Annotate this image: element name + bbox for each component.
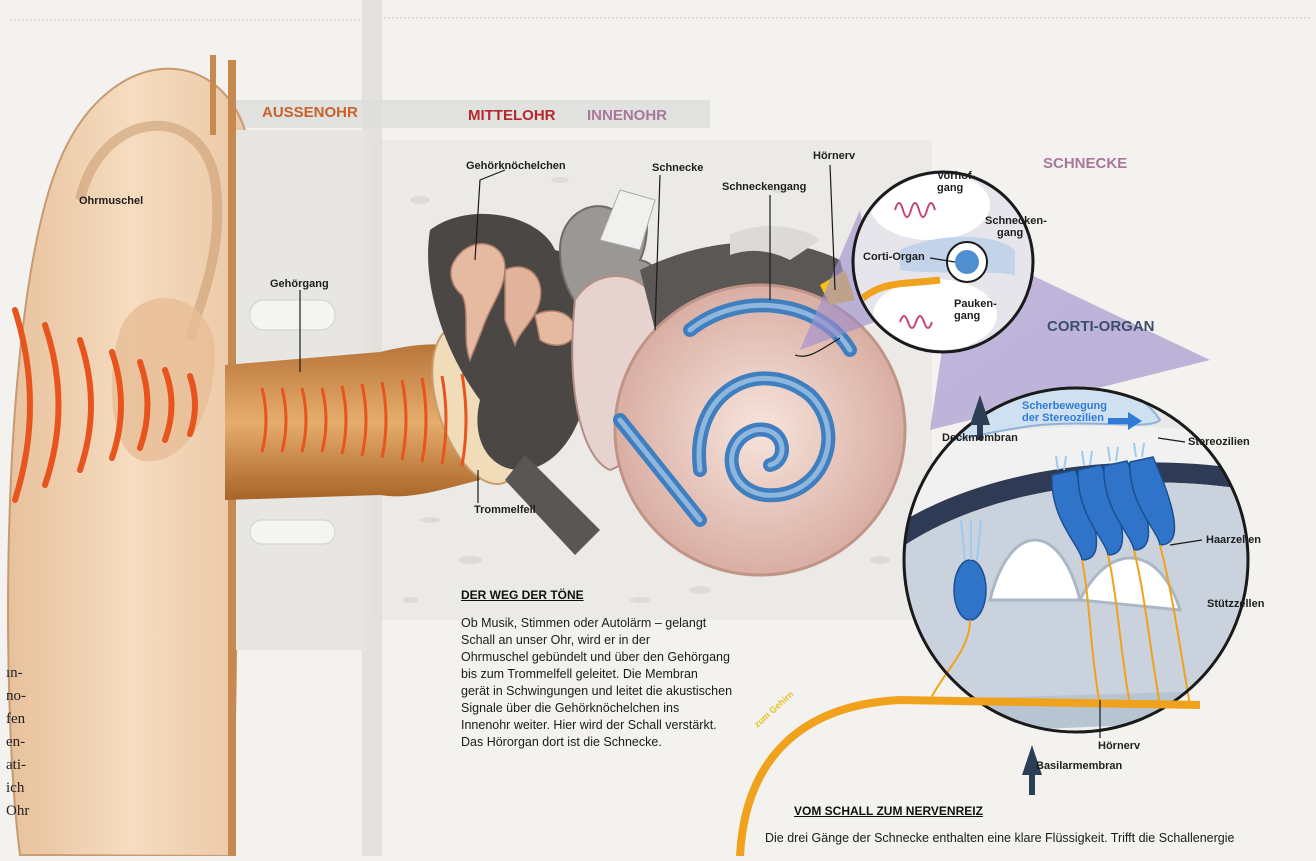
label-deckmembran: Deckmembran (942, 432, 1018, 444)
margin-line: en- (6, 731, 29, 754)
label-gehoergang: Gehörgang (270, 278, 329, 290)
label-ohrmuschel: Ohrmuschel (79, 195, 143, 207)
label-gehoerknoechelchen: Gehörknöchelchen (466, 160, 566, 172)
label-schneckengang-inset-line1: Schnecken- (985, 215, 1047, 227)
tissue-pad (250, 520, 335, 544)
label-schneckengang-inset-line2: gang (985, 227, 1047, 239)
body-line: Das Hörorgan dort ist die Schnecke. (461, 734, 732, 751)
label-hoernerv: Hörnerv (813, 150, 855, 162)
label-vorhofgang-line2: gang (937, 182, 975, 194)
label-corti-organ-inset: Corti-Organ (863, 251, 925, 263)
margin-line: no- (6, 685, 29, 708)
label-schneckengang-inset: Schnecken- gang (985, 215, 1047, 239)
vom-schall-body: Die drei Gänge der Schnecke enthalten ei… (765, 830, 1234, 847)
body-line: Ohrmuschel gebündelt und über den Gehörg… (461, 649, 732, 666)
label-stuetzzellen: Stützzellen (1207, 598, 1264, 610)
label-schnecke: Schnecke (652, 162, 703, 174)
left-page-text-fragments: ın- no- fen en- ati- ich Ohr (6, 662, 29, 823)
label-basilarmembran: Basilarmembran (1036, 760, 1122, 772)
label-paukengang-line2: gang (954, 310, 997, 322)
margin-line: ati- (6, 754, 29, 777)
vom-schall-heading: VOM SCHALL ZUM NERVENREIZ (794, 804, 983, 818)
label-scherbewegung: Scherbewegung der Stereozilien (1022, 400, 1107, 424)
margin-line: fen (6, 708, 29, 731)
body-line: Ob Musik, Stimmen oder Autolärm – gelang… (461, 615, 732, 632)
section-schnecke: SCHNECKE (1043, 155, 1127, 172)
weg-der-toene-heading: DER WEG DER TÖNE (461, 588, 584, 602)
label-paukengang: Pauken- gang (954, 298, 997, 322)
label-schneckengang: Schneckengang (722, 181, 806, 193)
section-mittelohr: MITTELOHR (468, 107, 556, 124)
label-trommelfell: Trommelfell (474, 504, 536, 516)
body-line: Schall an unser Ohr, wird er in der (461, 632, 732, 649)
label-paukengang-line1: Pauken- (954, 298, 997, 310)
tissue-pad (250, 300, 335, 330)
margin-line: ın- (6, 662, 29, 685)
section-corti-organ: CORTI-ORGAN (1047, 318, 1155, 335)
body-line: Signale über die Gehörknöchelchen ins (461, 700, 732, 717)
label-scherbewegung-line1: Scherbewegung (1022, 400, 1107, 412)
outer-ear-section-divider (210, 55, 216, 135)
margin-line: ich (6, 777, 29, 800)
label-stereozilien: Stereozilien (1188, 436, 1250, 448)
body-line: Innenohr weiter. Hier wird der Schall ve… (461, 717, 732, 734)
body-line: gerät in Schwingungen und leitet die aku… (461, 683, 732, 700)
label-haarzellen: Haarzellen (1206, 534, 1261, 546)
section-aussenohr: AUSSENOHR (262, 104, 358, 121)
label-vorhofgang-line1: Vorhof- (937, 170, 975, 182)
body-line: bis zum Trommelfell geleitet. Die Membra… (461, 666, 732, 683)
margin-line: Ohr (6, 800, 29, 823)
weg-der-toene-body: Ob Musik, Stimmen oder Autolärm – gelang… (461, 615, 732, 751)
label-vorhofgang: Vorhof- gang (937, 170, 975, 194)
section-innenohr: INNENOHR (587, 107, 667, 124)
label-hoernerv-corti: Hörnerv (1098, 740, 1140, 752)
label-scherbewegung-line2: der Stereozilien (1022, 412, 1107, 424)
